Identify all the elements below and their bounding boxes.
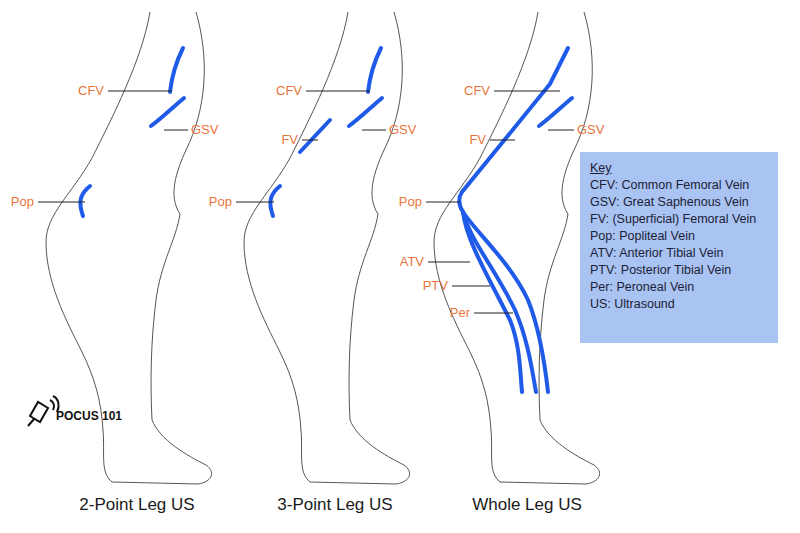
vein-label: GSV <box>577 123 604 136</box>
key-entry: FV: (Superficial) Femoral Vein <box>590 211 768 228</box>
vein-label: CFV <box>78 84 104 97</box>
vein <box>300 120 330 152</box>
vein-label: ATV <box>400 255 424 268</box>
key-entry: US: Ultrasound <box>590 296 768 313</box>
key-entry: ATV: Anterior Tibial Vein <box>590 245 768 262</box>
vein-label: CFV <box>464 84 490 97</box>
key-box: KeyCFV: Common Femoral VeinGSV: Great Sa… <box>580 152 778 343</box>
key-entry: Pop: Popliteal Vein <box>590 228 768 245</box>
vein <box>270 186 280 216</box>
leader-lines <box>38 91 574 313</box>
key-entry: Per: Peroneal Vein <box>590 279 768 296</box>
vein-label: Pop <box>11 195 34 208</box>
vein <box>349 98 382 126</box>
logo-text: POCUS 101 <box>56 410 122 422</box>
vein-label: FV <box>281 133 298 146</box>
leg-outline <box>244 12 410 484</box>
vein <box>539 98 572 126</box>
vein <box>463 212 536 392</box>
leg-outline <box>46 12 212 484</box>
key-entry: CFV: Common Femoral Vein <box>590 177 768 194</box>
key-entry: PTV: Posterior Tibial Vein <box>590 262 768 279</box>
vein-label: CFV <box>276 84 302 97</box>
vein <box>368 48 381 92</box>
leg-outline <box>434 12 600 484</box>
vein <box>170 48 183 92</box>
vein-label: Pop <box>209 195 232 208</box>
veins <box>80 48 572 392</box>
vein <box>151 98 184 126</box>
view-caption: 2-Point Leg US <box>79 496 194 513</box>
vein-label: FV <box>469 133 486 146</box>
vein-label: Per <box>450 306 470 319</box>
view-caption: 3-Point Leg US <box>277 496 392 513</box>
key-heading: Key <box>590 160 768 177</box>
vein-label: GSV <box>389 123 416 136</box>
probe-icon <box>28 396 59 426</box>
view-caption: Whole Leg US <box>472 496 582 513</box>
vein-label: PTV <box>423 279 448 292</box>
vein-label: Pop <box>399 195 422 208</box>
key-entry: GSV: Great Saphenous Vein <box>590 194 768 211</box>
vein <box>463 212 548 392</box>
vein-label: GSV <box>191 123 218 136</box>
vein <box>80 186 90 216</box>
